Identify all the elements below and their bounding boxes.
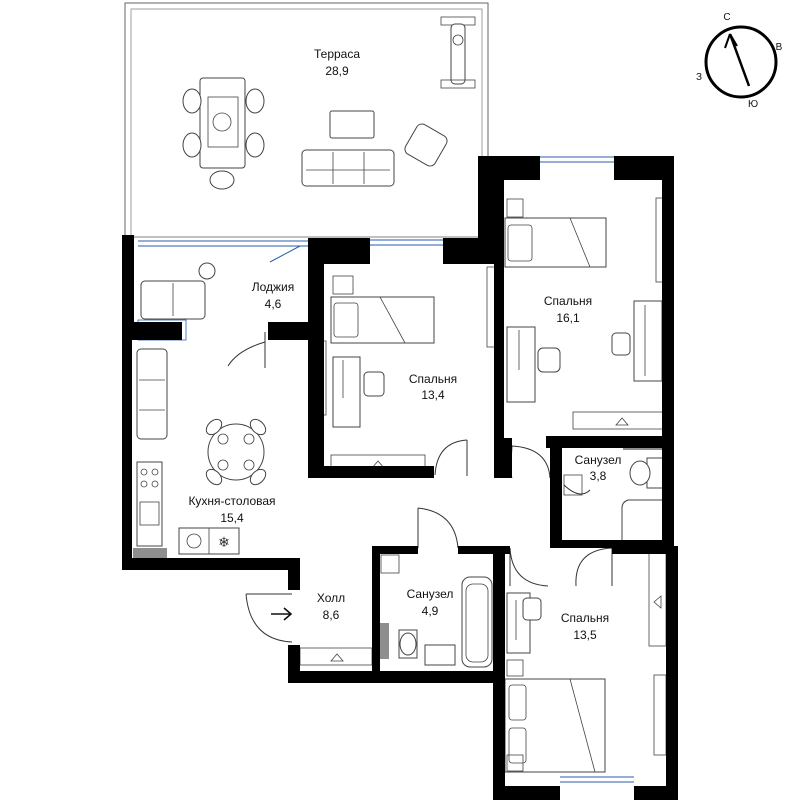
kitchen-counter-icon	[136, 461, 163, 547]
washing-machine-b-icon	[380, 554, 400, 574]
kitchen: ❄	[133, 348, 267, 558]
room-name-kitchen: Кухня-столовая	[188, 494, 275, 508]
wardrobe-c2-icon	[653, 674, 667, 756]
desk-chair-b-icon	[537, 347, 561, 373]
armchair-icon	[404, 123, 448, 167]
walls	[122, 156, 678, 800]
piano-icon	[633, 300, 663, 382]
nightstand-icon	[332, 275, 354, 295]
room-area-bathroom-a: 3,8	[590, 469, 607, 483]
room-area-bedroom-c: 13,5	[573, 628, 597, 642]
room-name-bedroom-a: Спальня	[409, 372, 457, 386]
bed-icon	[330, 296, 435, 344]
nightstand-b-icon	[506, 198, 524, 218]
bathroom-b	[379, 554, 493, 668]
stove-icon	[140, 468, 159, 488]
freezer-icon: ❄	[218, 535, 230, 551]
piano-stool-icon	[611, 332, 631, 356]
terrace	[124, 2, 489, 238]
room-area-loggia: 4,6	[265, 297, 282, 311]
room-name-bedroom-b: Спальня	[544, 294, 592, 308]
room-area-bedroom-a: 13,4	[421, 388, 445, 402]
toilet-icon	[629, 457, 664, 489]
bedroom-c	[504, 552, 667, 783]
room-labels: Терраса 28,9 Лоджия 4,6 Спальня 13,4 Спа…	[188, 47, 621, 642]
room-name-terrace: Терраса	[314, 47, 360, 61]
room-name-loggia: Лоджия	[252, 280, 295, 294]
desk-icon	[332, 356, 361, 428]
loggia-sofa-icon	[140, 280, 206, 320]
compass-south: Ю	[748, 99, 758, 110]
double-bed-icon	[504, 217, 607, 268]
closet-b-icon	[572, 411, 669, 430]
room-area-bedroom-b: 16,1	[556, 311, 580, 325]
bedroom-a	[315, 239, 498, 476]
loggia	[137, 240, 308, 368]
kitchen-sofa-icon	[136, 348, 168, 440]
compass-west: З	[696, 72, 702, 83]
compass: С В Ю З	[696, 12, 783, 110]
room-name-hall: Холл	[317, 591, 345, 605]
room-area-bathroom-b: 4,9	[422, 604, 439, 618]
exercise-bike-icon	[440, 16, 476, 89]
room-name-bedroom-c: Спальня	[561, 611, 609, 625]
sofa-icon	[301, 149, 395, 187]
washer-icon	[186, 533, 202, 549]
bedroom-b	[504, 156, 669, 430]
sink-icon	[139, 501, 160, 526]
toilet-b-icon	[398, 629, 418, 659]
vent-icon	[133, 548, 167, 558]
room-name-bathroom-b: Санузел	[407, 587, 454, 601]
room-area-hall: 8,6	[323, 608, 340, 622]
bathtub-icon	[461, 576, 493, 668]
desk-b-icon	[506, 326, 536, 403]
room-area-terrace: 28,9	[325, 64, 349, 78]
compass-east: В	[776, 42, 783, 53]
ottoman-icon	[329, 110, 375, 139]
double-bed-c-icon	[504, 678, 606, 773]
washbasin-b-icon	[424, 644, 456, 666]
round-table-icon	[205, 418, 267, 486]
shower-icon	[621, 499, 664, 547]
pouf-icon	[198, 262, 216, 280]
hall-wardrobe-icon	[299, 647, 373, 666]
desk-chair-icon	[363, 371, 385, 397]
compass-north: С	[723, 12, 730, 23]
room-name-bathroom-a: Санузел	[575, 453, 622, 467]
desk-chair-c-icon	[522, 597, 542, 621]
nightstand-c-icon	[506, 659, 524, 677]
room-area-kitchen: 15,4	[220, 511, 244, 525]
dining-table-icon	[182, 77, 265, 190]
